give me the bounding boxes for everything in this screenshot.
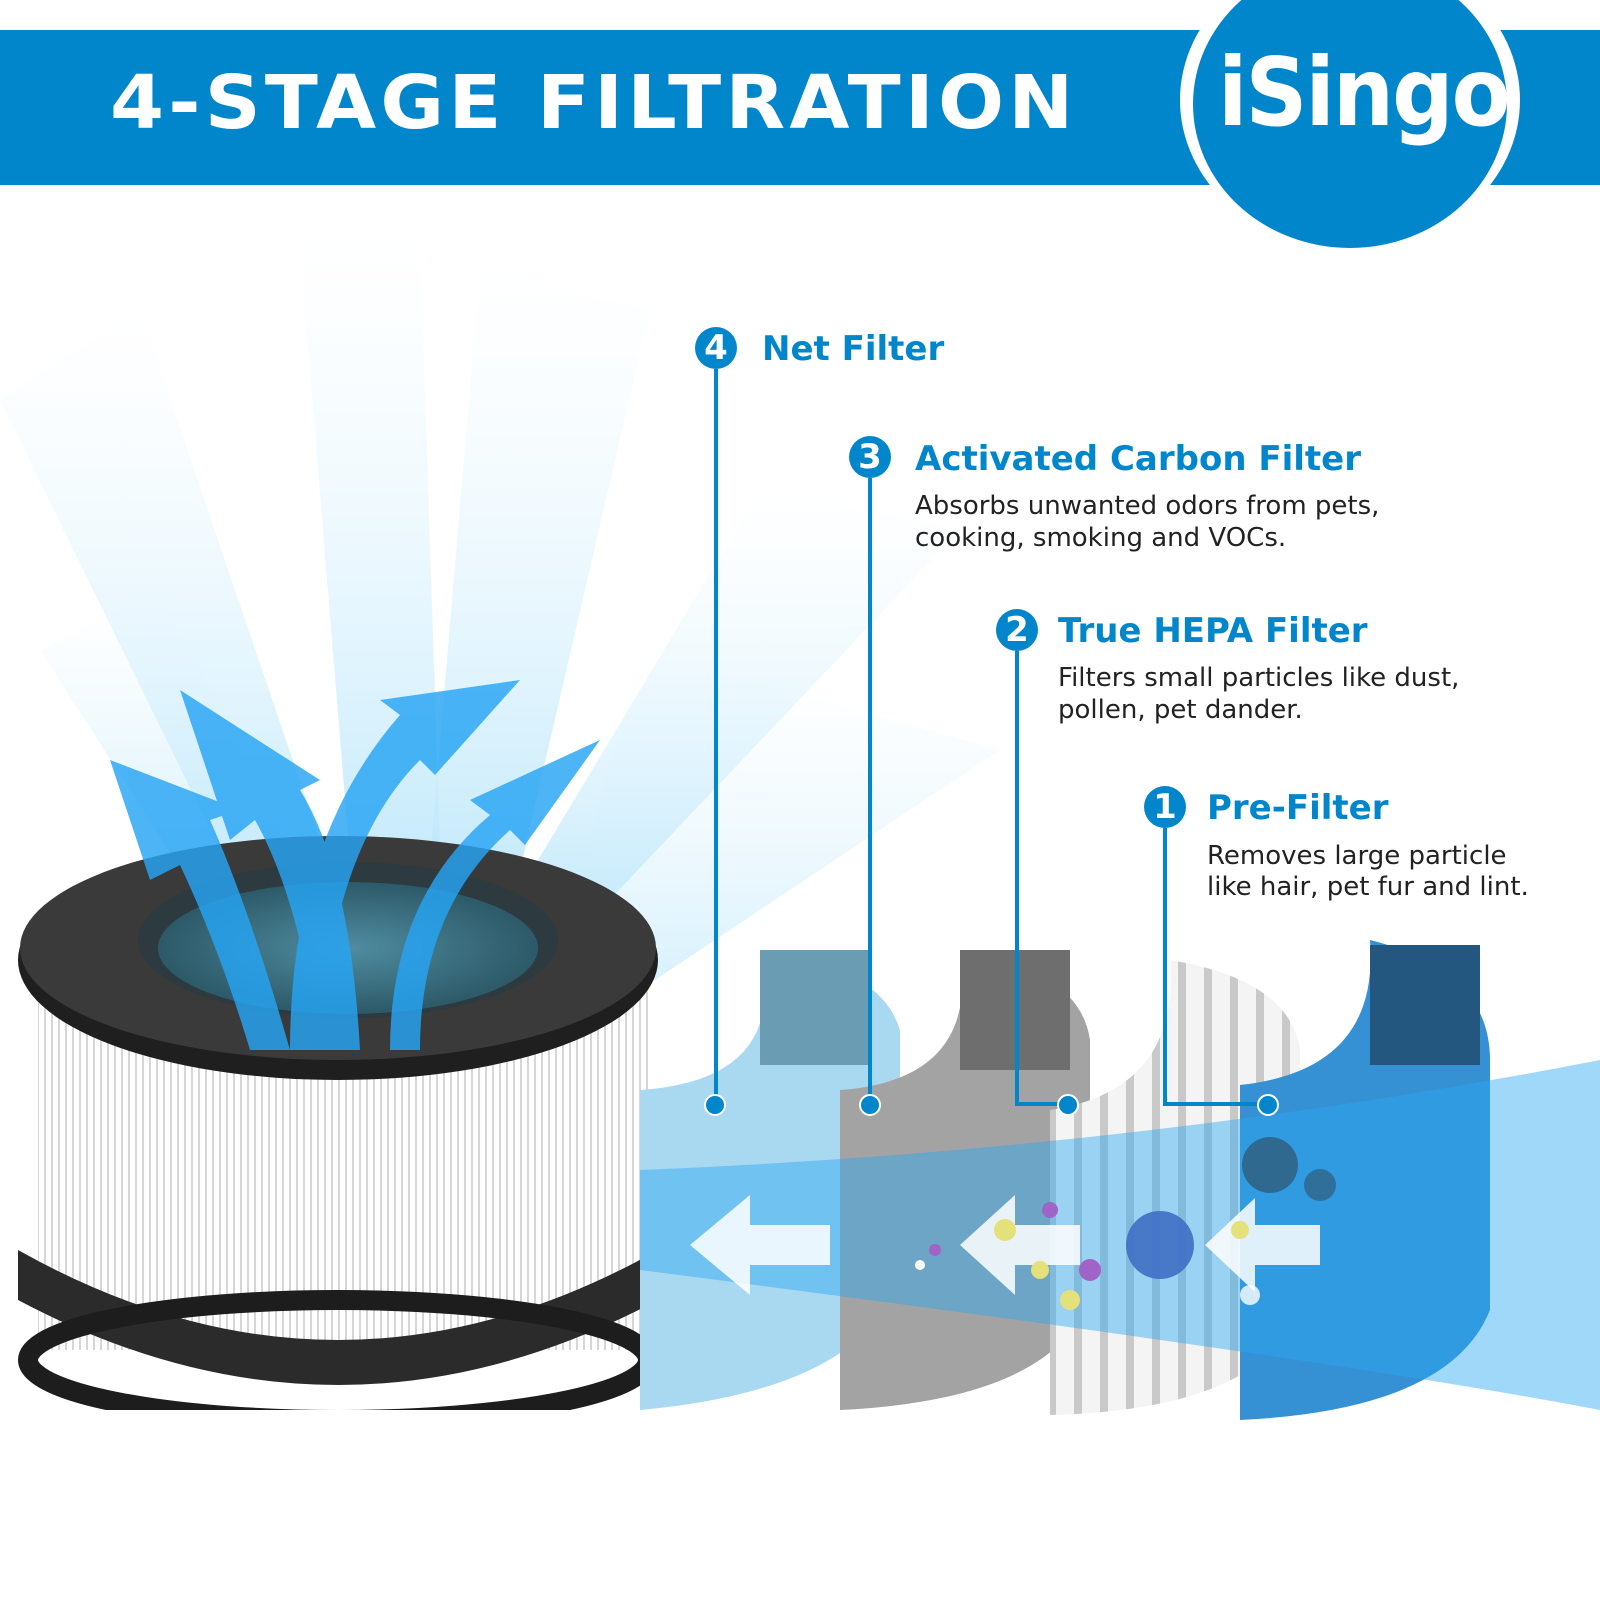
hepa-filter-cylinder [18, 836, 658, 1410]
stage-1-leader-line [1163, 828, 1167, 1106]
brand-logo: iSingo [1218, 38, 1511, 148]
stage-1-title: Pre-Filter [1207, 788, 1389, 828]
stage-2-marker [1057, 1094, 1079, 1116]
stage-2-badge: 2 [996, 609, 1038, 651]
stage-4-marker [704, 1094, 726, 1116]
stage-2-description-line-2: pollen, pet dander. [1058, 695, 1303, 725]
stage-1-marker [1257, 1094, 1279, 1116]
stage-3-description-line-2: cooking, smoking and VOCs. [915, 523, 1287, 553]
page-title: 4-STAGE FILTRATION [110, 60, 1078, 146]
stage-3-badge: 3 [849, 436, 891, 478]
virus-particle-icon [915, 1137, 1336, 1310]
stage-3-description-line-1: Absorbs unwanted odors from pets, [915, 491, 1380, 521]
stage-1-leader-elbow [1163, 1102, 1265, 1106]
stage-1-description-line-1: Removes large particle [1207, 841, 1507, 871]
curved-arrow-up-icon [110, 680, 600, 1050]
stage-4-leader-line [714, 369, 718, 1104]
stage-2-description-line-1: Filters small particles like dust, [1058, 663, 1460, 693]
stage-2-title: True HEPA Filter [1058, 611, 1368, 651]
stage-3-leader-line [868, 478, 872, 1104]
stage-3-marker [859, 1094, 881, 1116]
filter-layers-illustration [640, 940, 1600, 1420]
stage-2-leader-line [1015, 651, 1019, 1106]
stage-3-title: Activated Carbon Filter [915, 439, 1361, 479]
stage-1-badge: 1 [1144, 786, 1186, 828]
stage-2-leader-elbow [1015, 1102, 1065, 1106]
arrow-left-icon [690, 1195, 1320, 1295]
stage-1-description-line-2: like hair, pet fur and lint. [1207, 872, 1529, 902]
logo-badge [1193, 0, 1507, 248]
stage-4-title: Net Filter [762, 329, 945, 369]
stage-4-badge: 4 [695, 327, 737, 369]
